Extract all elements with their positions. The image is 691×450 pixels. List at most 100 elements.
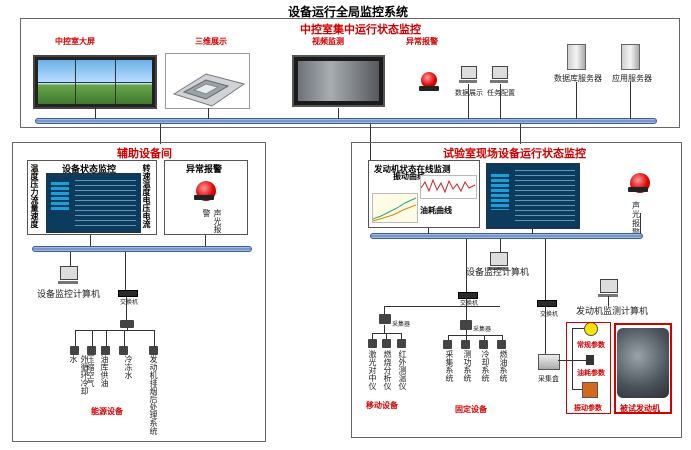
- video-wall-image: [33, 55, 157, 109]
- engine-image: [617, 328, 669, 398]
- lab-status-screen: [486, 163, 580, 229]
- aux-alarm-title: 异常报警: [186, 165, 223, 175]
- lab-pc2-label: 发动机监测计算机: [576, 307, 649, 317]
- oil-curve-label: 油耗曲线: [420, 205, 452, 215]
- switch-icon: [458, 292, 478, 299]
- switch-icon: [537, 300, 557, 307]
- param-fuel-label: 油耗参数: [577, 368, 605, 377]
- alarm-lamp-icon: [628, 173, 650, 193]
- param-normal-label: 常规参数: [577, 340, 605, 349]
- device-unit-icon: [119, 346, 128, 355]
- fixed-device-label: 采集系统: [445, 350, 454, 382]
- energy-label: 能源设备: [91, 406, 123, 416]
- alarm-lamp-icon: [194, 181, 216, 201]
- param-pressure: 压力: [30, 180, 39, 196]
- fixed-device-label: 测功系统: [463, 350, 472, 382]
- mobile-label: 移动设备: [366, 400, 398, 410]
- mobile-collector-label: 采集器: [392, 321, 411, 328]
- lab-section-title: 试验室现场设备运行状态监控: [443, 147, 586, 160]
- aux-pc-label: 设备监控计算机: [37, 290, 101, 300]
- device-unit-icon: [461, 340, 470, 349]
- param-rpm: 转速: [142, 164, 151, 180]
- engine-monitor-title: 发动机状态在线监测: [374, 165, 451, 175]
- aux-section-title: 辅助设备间: [117, 147, 172, 160]
- lab-pc1-label: 设备监控计算机: [466, 268, 530, 278]
- param-voltage: 电压: [142, 196, 151, 212]
- aux-network-bus: [32, 246, 252, 252]
- device-label: 冷冻水: [124, 355, 133, 379]
- device-unit-icon: [397, 339, 406, 348]
- lab-section-frame: [351, 142, 682, 438]
- device-label: 油库供油: [100, 355, 109, 387]
- collector-icon: [379, 314, 391, 324]
- param-region-frame: [566, 322, 611, 414]
- device-unit-icon: [443, 340, 452, 349]
- fixed-device-label: 冷却系统: [481, 350, 490, 382]
- video-monitor-image: [292, 55, 385, 107]
- app-server-label: 应用服务器: [612, 74, 652, 83]
- right-params: 转速 温度 电压 电流: [141, 164, 155, 228]
- pc-icon: [488, 252, 508, 270]
- aux-alarm-text: 声光报警: [202, 209, 222, 233]
- pc-icon: [490, 66, 508, 83]
- mobile-device-label: 红外测温仪: [398, 350, 407, 390]
- oil-chart-image: [372, 193, 418, 223]
- lab-switch1-label: 交换机: [460, 300, 479, 307]
- vib-chart-image: [420, 175, 477, 199]
- fixed-label: 固定设备: [455, 404, 487, 414]
- device-unit-icon: [479, 340, 488, 349]
- pc-icon: [58, 266, 78, 284]
- pc1-label: 数据展示: [455, 89, 483, 97]
- param-temp2: 温度: [142, 180, 151, 196]
- collection-box-icon: [538, 354, 560, 370]
- pc2-label: 任务配置: [487, 89, 515, 97]
- page-title: 设备运行全局监控系统: [288, 5, 409, 19]
- aux-switch-label: 交换机: [120, 299, 139, 306]
- server-icon: [621, 44, 640, 70]
- top-network-bus: [35, 118, 657, 124]
- video-label: 视频监测: [312, 36, 344, 46]
- device-unit-icon: [87, 346, 96, 355]
- vib-sensor-icon: [582, 382, 598, 398]
- fuel-sensor-icon: [586, 355, 594, 365]
- top-section-title: 中控室集中运行状态监控: [300, 23, 421, 36]
- pc-icon: [598, 279, 618, 297]
- left-params: 温度 压力 流量 速度: [29, 164, 43, 228]
- engine-frame: [614, 323, 672, 414]
- device-label: 压缩空气: [86, 355, 95, 387]
- param-flow: 流量: [30, 196, 39, 212]
- top-section-frame: [20, 18, 680, 128]
- device-unit-icon: [497, 340, 506, 349]
- threed-view-image: [165, 53, 250, 109]
- param-speed: 速度: [30, 212, 39, 228]
- fixed-device-label: 燃油系统: [499, 350, 508, 382]
- collector-icon: [460, 320, 472, 330]
- db-server-label: 数据库服务器: [554, 74, 602, 83]
- pc-icon: [459, 66, 477, 83]
- alarm-lamp-icon: [419, 72, 439, 91]
- collection-box-label: 采集盒: [538, 375, 559, 383]
- device-unit-icon: [101, 346, 110, 355]
- status-screen-image: [46, 173, 141, 233]
- server-icon: [567, 44, 586, 70]
- device-label: 外循环冷却水: [69, 355, 89, 395]
- engine-label: 被试发动机: [620, 403, 660, 413]
- device-unit-icon: [70, 346, 79, 355]
- aux-section-frame: [12, 142, 266, 442]
- device-unit-icon: [149, 346, 158, 355]
- device-unit-icon: [382, 339, 391, 348]
- collector-icon: [120, 320, 134, 328]
- mobile-device-label: 燃烧分析仪: [383, 350, 392, 390]
- param-current: 电流: [142, 212, 151, 228]
- status-monitor-title: 设备状态监控: [62, 165, 117, 175]
- device-unit-icon: [368, 339, 377, 348]
- fixed-collector-label: 采集器: [473, 326, 492, 333]
- threed-label: 三维展示: [195, 36, 227, 46]
- alarm-label: 异常报警: [406, 36, 438, 46]
- device-label: 发动机排烟后处理系统: [149, 355, 158, 435]
- lab-network-bus: [370, 233, 643, 239]
- mobile-device-label: 激光对中仪: [368, 350, 377, 390]
- param-vib-label: 振动参数: [574, 403, 602, 412]
- screen-label: 中控室大屏: [55, 36, 95, 46]
- vib-curve-label: 振动曲线: [393, 171, 425, 181]
